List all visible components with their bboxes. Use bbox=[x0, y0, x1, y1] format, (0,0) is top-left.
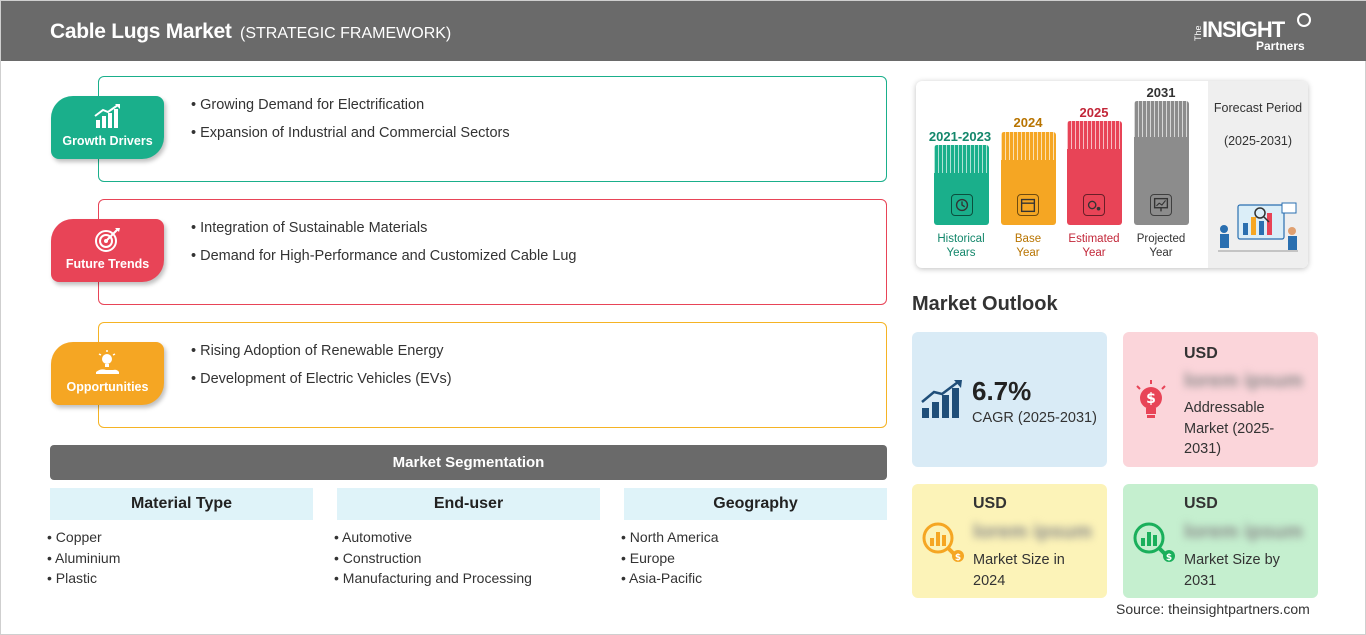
currency-label: USD bbox=[1184, 495, 1218, 512]
logo-bulb-icon bbox=[1297, 13, 1311, 27]
list-item: Rising Adoption of Renewable Energy bbox=[191, 343, 452, 359]
market-size-2024-label: Market Size in 2024 bbox=[973, 552, 1065, 589]
list-item: Asia-Pacific bbox=[621, 568, 887, 589]
insight-partners-logo: The INSIGHT Partners bbox=[1193, 13, 1313, 53]
timeline-year: 2021-2023 bbox=[928, 129, 992, 144]
growth-chart-icon bbox=[921, 380, 962, 418]
calendar-icon bbox=[1017, 194, 1039, 216]
segment-material-type: Material Type Copper Aluminium Plastic bbox=[50, 488, 313, 589]
opportunities-badge: Opportunities bbox=[51, 342, 164, 405]
source-credit: Source: theinsightpartners.com bbox=[1116, 601, 1310, 617]
addressable-market-tile: $ USD lorem ipsum Addressable Market (20… bbox=[1123, 332, 1318, 467]
market-size-2031-label: Market Size by 2031 bbox=[1184, 552, 1280, 589]
list-item: Construction bbox=[334, 548, 600, 569]
history-icon bbox=[951, 194, 973, 216]
growth-chart-icon bbox=[94, 104, 120, 128]
gear-chart-icon bbox=[1083, 194, 1105, 216]
cagr-label: CAGR (2025-2031) bbox=[972, 410, 1097, 426]
timeline-year: 2031 bbox=[1146, 85, 1176, 100]
currency-label: USD bbox=[973, 495, 1007, 512]
list-item: Integration of Sustainable Materials bbox=[191, 220, 577, 236]
cagr-tile: 6.7% CAGR (2025-2031) bbox=[912, 332, 1107, 467]
future-trends-badge: Future Trends bbox=[51, 219, 164, 282]
segment-heading: Material Type bbox=[50, 488, 313, 520]
list-item: Plastic bbox=[47, 568, 313, 589]
timeline-bar-base bbox=[1001, 132, 1056, 225]
market-segmentation-bar: Market Segmentation bbox=[50, 445, 887, 480]
market-size-2031-tile: $ USD lorem ipsum Market Size by 2031 bbox=[1123, 484, 1318, 598]
timeline-year: 2025 bbox=[1079, 105, 1109, 120]
badge-label: Opportunities bbox=[66, 380, 149, 394]
list-item: Expansion of Industrial and Commercial S… bbox=[191, 125, 509, 141]
list-item: Development of Electric Vehicles (EVs) bbox=[191, 371, 451, 387]
market-size-2024-tile: $ USD lorem ipsum Market Size in 2024 bbox=[912, 484, 1107, 598]
blurred-value: lorem ipsum bbox=[1184, 521, 1303, 543]
forecast-title: Forecast Period bbox=[1213, 101, 1303, 115]
future-trends-card: Integration of Sustainable Materials Dem… bbox=[98, 199, 887, 305]
cagr-value: 6.7% bbox=[972, 376, 1032, 406]
growth-drivers-badge: Growth Drivers bbox=[51, 96, 164, 159]
svg-text:$: $ bbox=[955, 553, 961, 563]
magnifier-chart-icon: $ bbox=[1133, 522, 1175, 563]
list-item: Automotive bbox=[334, 527, 600, 548]
list-item: Aluminium bbox=[47, 548, 313, 569]
list-item: Demand for High-Performance and Customiz… bbox=[191, 248, 576, 264]
header-bar: Cable Lugs Market (STRATEGIC FRAMEWORK) … bbox=[1, 1, 1366, 61]
timeline-bar-historical bbox=[934, 145, 989, 225]
analyst-dashboard-icon bbox=[1218, 202, 1298, 252]
page-title: Cable Lugs Market bbox=[50, 20, 232, 43]
target-icon bbox=[95, 228, 120, 252]
opportunities-card: Rising Adoption of Renewable Energy Deve… bbox=[98, 322, 887, 428]
opportunities-list: Rising Adoption of Renewable Energy Deve… bbox=[191, 343, 452, 399]
segment-heading: Geography bbox=[624, 488, 887, 520]
market-outlook-title: Market Outlook bbox=[912, 293, 1058, 315]
page-subtitle: (STRATEGIC FRAMEWORK) bbox=[240, 25, 452, 42]
svg-text:$: $ bbox=[1146, 391, 1156, 407]
presentation-icon bbox=[1150, 194, 1172, 216]
list-item: Manufacturing and Processing bbox=[334, 568, 600, 589]
magnifier-chart-icon: $ bbox=[922, 522, 964, 563]
badge-label: Future Trends bbox=[65, 257, 150, 271]
forecast-range: (2025-2031) bbox=[1223, 134, 1293, 148]
currency-label: USD bbox=[1184, 345, 1218, 362]
list-item: Copper bbox=[47, 527, 313, 548]
svg-text:$: $ bbox=[1166, 553, 1172, 563]
list-item: North America bbox=[621, 527, 887, 548]
future-trends-list: Integration of Sustainable Materials Dem… bbox=[191, 220, 577, 276]
segment-heading: End-user bbox=[337, 488, 600, 520]
badge-label: Growth Drivers bbox=[62, 134, 153, 148]
addressable-label: Addressable Market (2025-2031) bbox=[1184, 400, 1275, 457]
blurred-value: lorem ipsum bbox=[1184, 370, 1303, 392]
list-item: Growing Demand for Electrification bbox=[191, 97, 510, 113]
segment-end-user: End-user Automotive Construction Manufac… bbox=[337, 488, 600, 589]
growth-drivers-list: Growing Demand for Electrification Expan… bbox=[191, 97, 510, 153]
lightbulb-hand-icon bbox=[96, 350, 119, 374]
list-item: Europe bbox=[621, 548, 887, 569]
growth-drivers-card: Growing Demand for Electrification Expan… bbox=[98, 76, 887, 182]
lightbulb-dollar-icon: $ bbox=[1136, 380, 1166, 418]
timeline-year: 2024 bbox=[1013, 115, 1043, 130]
blurred-value: lorem ipsum bbox=[973, 521, 1092, 543]
segment-geography: Geography North America Europe Asia-Paci… bbox=[624, 488, 887, 589]
forecast-period-box: Forecast Period (2025-2031) bbox=[1208, 81, 1308, 268]
